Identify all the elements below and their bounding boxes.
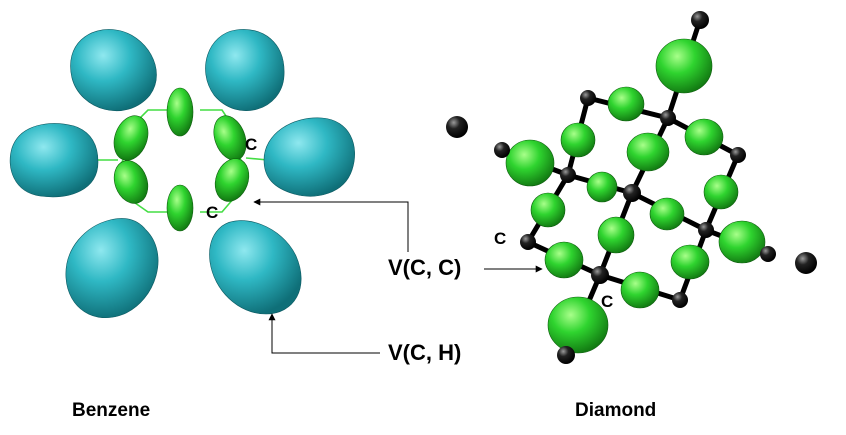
cc-basin [214, 158, 250, 202]
vcc-label: V(C, C) [388, 255, 462, 280]
diamond-lattice [446, 11, 817, 364]
carbon-atom [557, 346, 575, 364]
cc-basin [530, 192, 566, 228]
benzene-ch-basins [9, 29, 355, 319]
vch-arrow [268, 313, 380, 354]
cc-basin [620, 271, 660, 309]
diamond-atoms [446, 11, 817, 364]
cc-basin [607, 86, 645, 122]
annotation-arrows [253, 198, 543, 354]
cc-basin [597, 216, 635, 254]
diamond-caption: Diamond [575, 400, 657, 421]
cc-basin [544, 241, 584, 279]
carbon-label-diamond-left: C [494, 229, 507, 248]
carbon-atom [591, 266, 609, 284]
carbon-label-diamond-center: C [601, 292, 614, 311]
carbon-atom [795, 252, 817, 274]
cc-basin [718, 220, 766, 264]
vch-label: V(C, H) [388, 340, 462, 365]
cc-basin [670, 244, 710, 280]
carbon-atom [623, 184, 641, 202]
cc-basin [626, 132, 670, 172]
benzene-cc-basins [113, 87, 250, 232]
cc-basin [649, 197, 685, 231]
benzene-caption: Benzene [72, 400, 151, 421]
carbon-label-benzene-lower: C [206, 203, 219, 222]
carbon-atom [672, 292, 688, 308]
ch-basin-top-left [70, 29, 157, 112]
cc-basin [113, 160, 149, 204]
cc-basin [113, 115, 149, 161]
cc-basin [505, 139, 555, 187]
carbon-atom [560, 167, 576, 183]
carbon-label-benzene-upper: C [245, 135, 258, 154]
benzene-molecule [9, 29, 355, 319]
ch-basin-bottom-left [65, 218, 159, 319]
cc-basin [703, 174, 739, 210]
vcc-benzene-arrow [253, 198, 409, 252]
cc-basin [655, 38, 713, 94]
ch-basin-bottom-right [209, 220, 302, 315]
ch-basin-top-right [205, 29, 285, 111]
carbon-atom [698, 222, 714, 238]
carbon-atom [660, 110, 676, 126]
carbon-atom [760, 246, 776, 262]
cc-basin [547, 296, 609, 354]
diamond-cc-basins [505, 38, 766, 354]
ch-basin-right [263, 117, 355, 197]
carbon-atom [446, 116, 468, 138]
carbon-atom [520, 234, 536, 250]
cc-basin [166, 184, 194, 232]
carbon-atom [580, 90, 596, 106]
carbon-atom [730, 147, 746, 163]
carbon-atom [691, 11, 709, 29]
cc-basin [586, 171, 618, 203]
cc-basin [166, 87, 194, 137]
cc-basin [560, 122, 596, 158]
carbon-atom [494, 142, 510, 158]
ch-basin-left [9, 123, 99, 198]
cc-basin [684, 118, 724, 156]
